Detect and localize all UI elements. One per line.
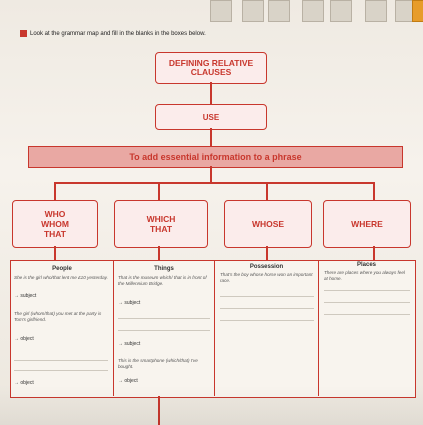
blank-line	[324, 314, 410, 315]
example-people-1: She is the girl who/that lent me £10 yes…	[14, 275, 108, 280]
connector-line	[210, 128, 212, 146]
grammar-map-title: DEFINING RELATIVE CLAUSES	[155, 52, 267, 84]
result-subject: → subject	[118, 341, 141, 347]
use-box: USE	[155, 104, 267, 130]
section-possession: Possession	[249, 264, 284, 270]
example-things-1: That is the museum which/ that is in fro…	[118, 275, 207, 286]
index-tab	[302, 0, 324, 22]
index-tab	[268, 0, 290, 22]
blank-line	[118, 318, 210, 319]
which-that-box: WHICH THAT	[114, 200, 208, 248]
column-divider	[318, 260, 319, 396]
column-divider	[113, 260, 114, 396]
connector-line	[373, 182, 375, 200]
blank-line	[220, 308, 314, 309]
blank-line	[118, 330, 210, 331]
who-whom-that-box: WHO WHOM THAT	[12, 200, 98, 248]
index-tab	[365, 0, 387, 22]
connector-line	[210, 166, 212, 182]
connector-line	[158, 396, 160, 425]
where-box: WHERE	[323, 200, 411, 248]
example-possession: That's the boy whose horse won an import…	[220, 272, 313, 283]
blank-line	[14, 360, 108, 361]
result-subject: → subject	[14, 293, 37, 299]
connector-line	[158, 246, 160, 260]
result-object: → object	[14, 380, 34, 386]
purpose-band: To add essential information to a phrase	[28, 146, 403, 168]
blank-line	[324, 290, 410, 291]
section-people: People	[52, 266, 72, 272]
blank-line	[220, 320, 314, 321]
column-divider	[214, 260, 215, 396]
result-object: → object	[14, 336, 34, 342]
section-places: Places	[356, 262, 377, 268]
whose-box: WHOSE	[224, 200, 312, 248]
branch-line	[54, 182, 374, 184]
example-people-2: The girl (whom/that) you met at the part…	[14, 311, 102, 322]
blank-line	[324, 302, 410, 303]
index-tab	[210, 0, 232, 22]
blank-line	[220, 296, 314, 297]
connector-line	[54, 246, 56, 260]
exercise-instruction: Look at the grammar map and fill in the …	[20, 30, 206, 37]
page-shadow	[0, 385, 423, 425]
index-tab	[242, 0, 264, 22]
example-things-2: This is the smartphone (which/that) I've…	[118, 358, 198, 369]
grammar-table	[10, 260, 416, 398]
connector-line	[266, 246, 268, 260]
connector-line	[373, 246, 375, 260]
page-index-tabs	[190, 0, 423, 22]
connector-line	[266, 182, 268, 200]
index-tab	[330, 0, 352, 22]
section-things: Things	[154, 266, 174, 272]
index-tab-active	[412, 0, 423, 22]
result-subject: → subject	[118, 300, 141, 306]
result-object: → object	[118, 378, 138, 384]
connector-line	[158, 182, 160, 200]
connector-line	[54, 182, 56, 200]
connector-line	[210, 82, 212, 104]
exercise-number-icon	[20, 30, 27, 37]
blank-line	[14, 370, 108, 371]
example-places: There are places where you always feel a…	[324, 270, 405, 281]
